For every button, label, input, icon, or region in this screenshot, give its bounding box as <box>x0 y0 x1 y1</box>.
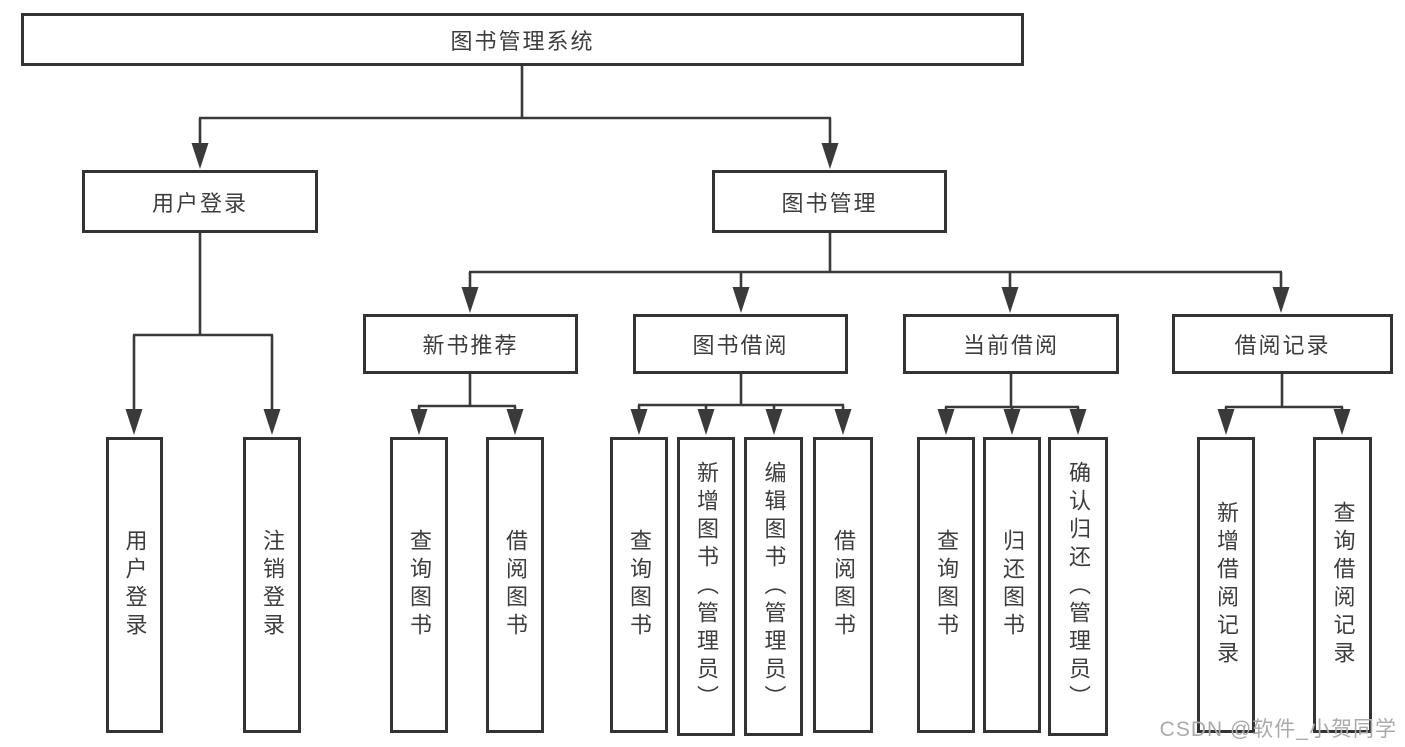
node-new-book-recommend: 新书推荐 <box>363 314 578 374</box>
arrowheads <box>125 143 1351 435</box>
leaf-search-books-recommend: 查询图书 <box>390 437 448 733</box>
leaf-search-books-current: 查询图书 <box>917 437 975 733</box>
leaf-user-login: 用户登录 <box>106 437 163 733</box>
node-user-login: 用户登录 <box>82 170 318 233</box>
leaf-add-book-admin: 新增图书（管理员） <box>677 437 735 736</box>
node-book-management: 图书管理 <box>712 170 947 233</box>
leaf-confirm-return-admin: 确认归还（管理员） <box>1048 437 1108 736</box>
node-book-borrow: 图书借阅 <box>633 314 848 374</box>
leaf-add-borrow-record: 新增借阅记录 <box>1197 437 1255 733</box>
csdn-watermark: CSDN @软件_小贺同学 <box>1159 718 1397 741</box>
leaf-borrow-books: 借阅图书 <box>813 437 873 733</box>
node-borrow-records: 借阅记录 <box>1172 314 1393 374</box>
leaf-search-borrow-record: 查询借阅记录 <box>1313 437 1372 733</box>
leaf-borrow-books-recommend: 借阅图书 <box>486 437 544 733</box>
node-library-system: 图书管理系统 <box>21 13 1024 66</box>
leaf-edit-book-admin: 编辑图书（管理员） <box>744 437 803 736</box>
leaf-search-books-borrow: 查询图书 <box>610 437 668 733</box>
leaf-logout: 注销登录 <box>243 437 301 733</box>
leaf-return-book: 归还图书 <box>983 437 1041 733</box>
node-current-borrow: 当前借阅 <box>903 314 1119 374</box>
